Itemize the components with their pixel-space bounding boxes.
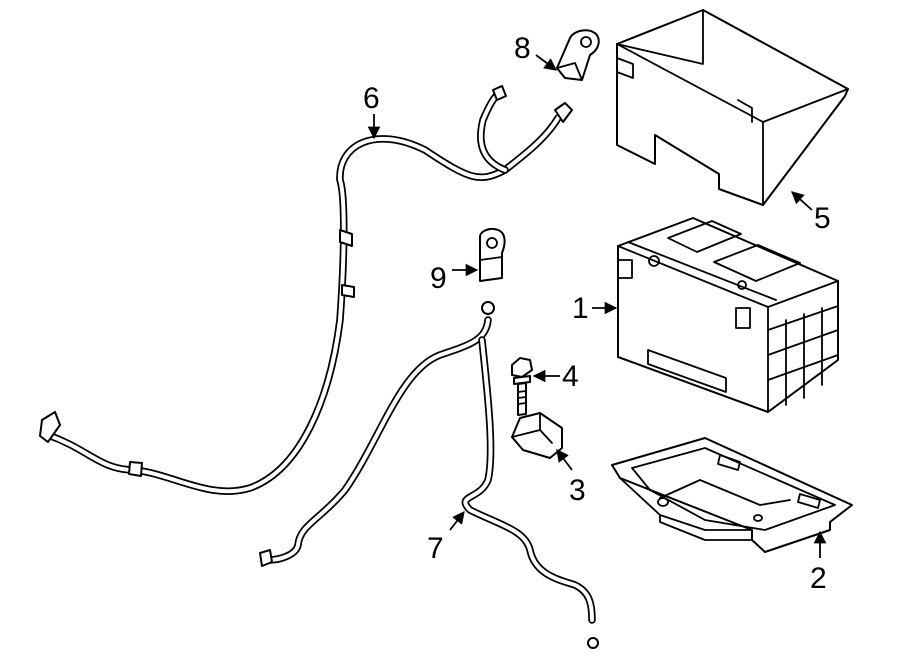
callout-label-9: 9 xyxy=(430,262,447,295)
battery-cable-part-7 xyxy=(259,301,599,649)
terminal-part-9 xyxy=(479,228,506,282)
battery-cable-part-6 xyxy=(39,85,573,495)
callout-1: 1 xyxy=(572,292,618,325)
callout-5: 5 xyxy=(791,191,831,235)
callout-label-8: 8 xyxy=(514,32,531,65)
callout-8: 8 xyxy=(514,32,558,71)
battery-tray-part-2 xyxy=(611,437,853,553)
hold-down-part-3 xyxy=(511,412,563,459)
callout-label-4: 4 xyxy=(562,360,579,393)
callout-7: 7 xyxy=(427,511,465,565)
callout-label-6: 6 xyxy=(363,82,380,115)
callout-3: 3 xyxy=(556,448,586,507)
callout-label-7: 7 xyxy=(427,532,444,565)
bolt-part-4 xyxy=(511,357,533,416)
callout-2: 2 xyxy=(810,530,827,595)
battery-insulator-part-5 xyxy=(616,9,849,206)
callout-label-2: 2 xyxy=(810,562,827,595)
callout-label-3: 3 xyxy=(569,474,586,507)
callout-4: 4 xyxy=(532,360,579,393)
terminal-part-8 xyxy=(556,29,600,81)
battery-part-1 xyxy=(617,217,839,413)
callout-label-5: 5 xyxy=(814,202,831,235)
callout-6: 6 xyxy=(363,82,381,140)
callout-9: 9 xyxy=(430,262,479,295)
callout-label-1: 1 xyxy=(572,292,589,325)
